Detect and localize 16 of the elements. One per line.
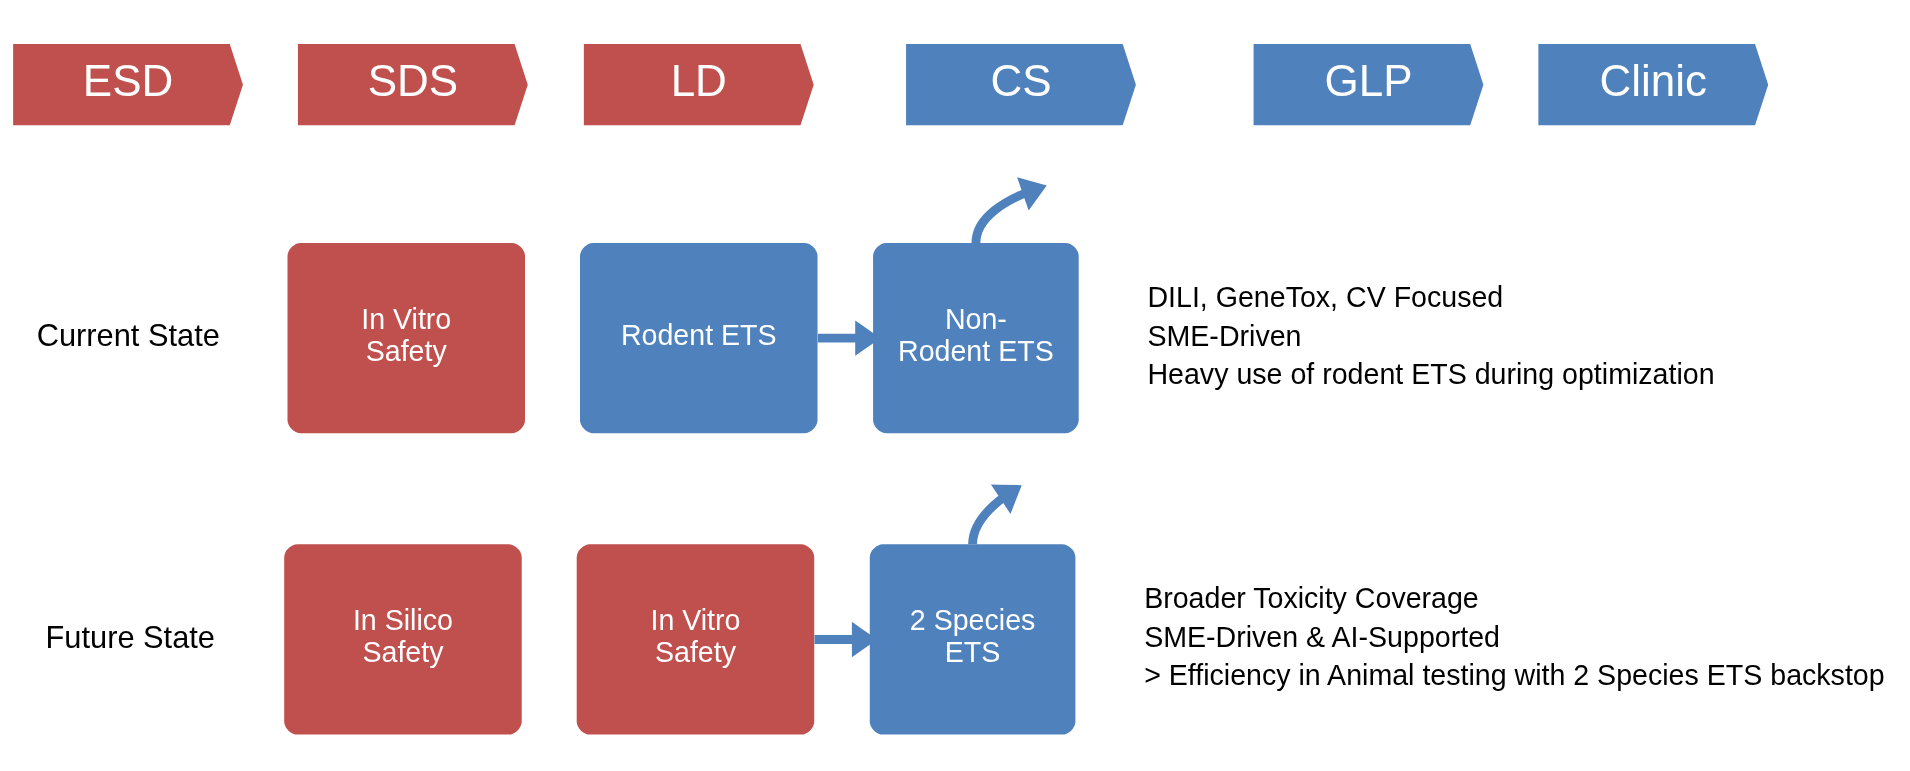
- node-box: Non- Rodent ETS: [873, 242, 1079, 433]
- label: Broader Toxicity Coverage: [1144, 581, 1479, 614]
- node-box: In Vitro Safety: [287, 242, 525, 433]
- arrow: [971, 176, 1047, 243]
- node-box: Rodent ETS: [580, 242, 818, 433]
- label: SME-Driven & AI-Supported: [1144, 620, 1500, 653]
- arrow: [968, 483, 1022, 545]
- label: Heavy use of rodent ETS during optimization: [1147, 357, 1715, 390]
- label: SME-Driven: [1147, 319, 1302, 352]
- node-box: In Silico Safety: [284, 543, 522, 735]
- node-box: In Vitro Safety: [576, 543, 815, 735]
- label: DILI, GeneTox, CV Focused: [1147, 280, 1504, 313]
- label: > Efficiency in Animal testing with 2 Species ETS backstop: [1144, 658, 1885, 691]
- label: Current State: [36, 317, 220, 353]
- node-box: 2 Species ETS: [869, 543, 1076, 735]
- label: Future State: [45, 619, 215, 655]
